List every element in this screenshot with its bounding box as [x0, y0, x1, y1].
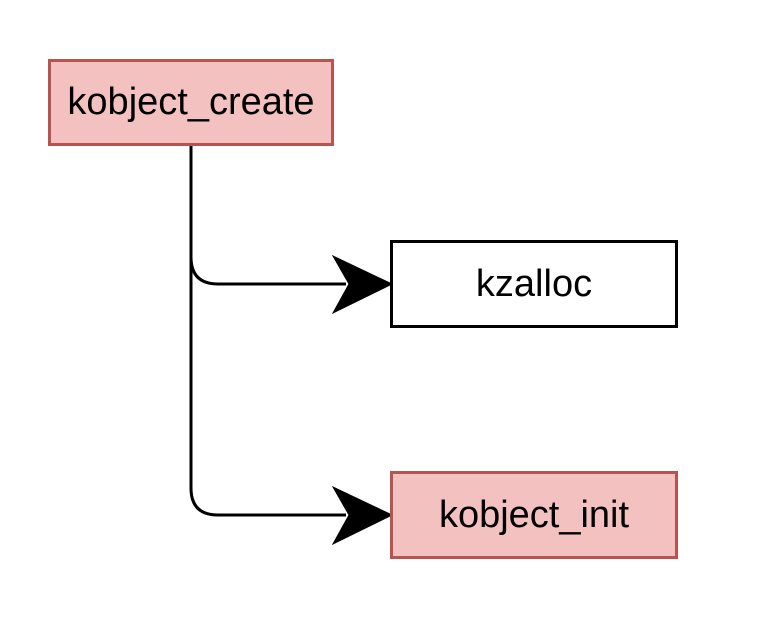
edge-create-to-init: [189, 146, 346, 517]
node-kzalloc-label: kzalloc: [475, 262, 593, 305]
arrowhead-init-icon: [331, 485, 394, 546]
edge-create-to-kzalloc: [189, 146, 346, 286]
node-kobject-create-label: kobject_create: [67, 81, 315, 123]
node-kobject-create[interactable]: kobject_create: [48, 59, 334, 146]
node-kobject-init[interactable]: kobject_init: [390, 471, 678, 559]
node-kobject-init-label: kobject_init: [438, 493, 630, 536]
arrowhead-kzalloc-icon: [331, 254, 394, 315]
node-kzalloc[interactable]: kzalloc: [390, 240, 678, 328]
